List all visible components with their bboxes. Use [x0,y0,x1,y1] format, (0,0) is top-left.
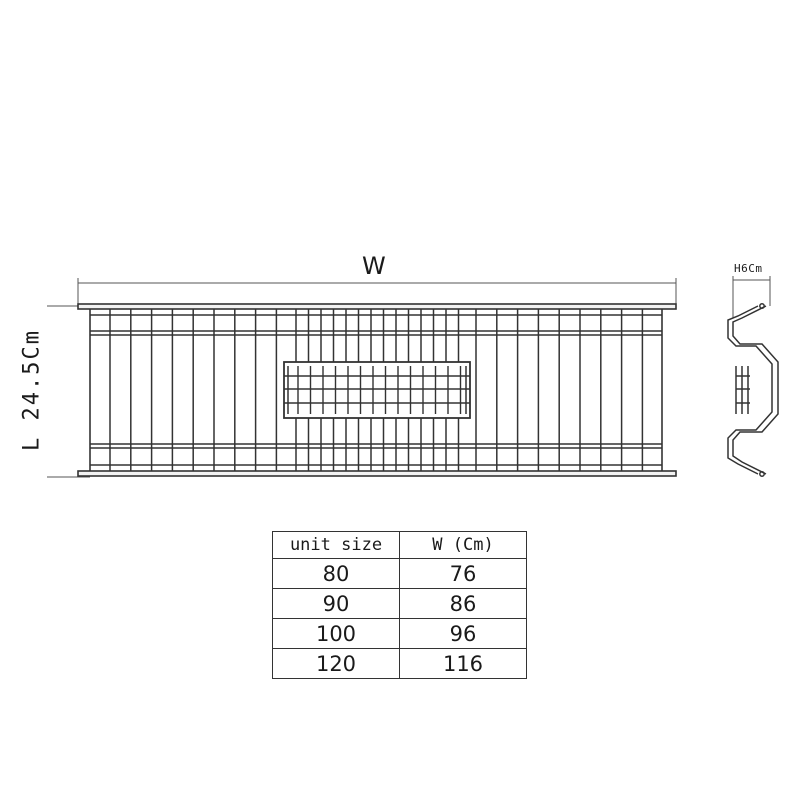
table-cell-width: 76 [399,558,527,589]
header-unit-size: unit size [272,531,400,559]
table-row: 90 86 [272,588,527,619]
table-row: 120 116 [272,648,527,679]
center-tray [283,361,471,419]
width-label: W [362,252,386,280]
center-tray-rods [297,366,462,414]
table-row: 100 96 [272,618,527,649]
basket-frame [77,303,677,477]
table-cell-width: 96 [399,618,527,649]
height-dimension [732,276,771,318]
width-dimension [77,278,677,304]
basket-rods [109,309,644,471]
table-cell-unit-size: 90 [272,588,400,619]
table-cell-width: 86 [399,588,527,619]
table-cell-unit-size: 120 [272,648,400,679]
length-label: L 24.5Cm [19,329,45,451]
table-header-row: unit size W (Cm) [272,531,527,559]
length-dimension [47,305,90,478]
size-table: unit size W (Cm) 80 76 90 86 100 96 120 … [272,531,527,679]
table-row: 80 76 [272,558,527,589]
height-label: H6Cm [734,262,763,275]
table-cell-unit-size: 80 [272,558,400,589]
basket-side-view [727,303,779,477]
table-cell-unit-size: 100 [272,618,400,649]
header-width-cm: W (Cm) [399,531,527,559]
table-cell-width: 116 [399,648,527,679]
